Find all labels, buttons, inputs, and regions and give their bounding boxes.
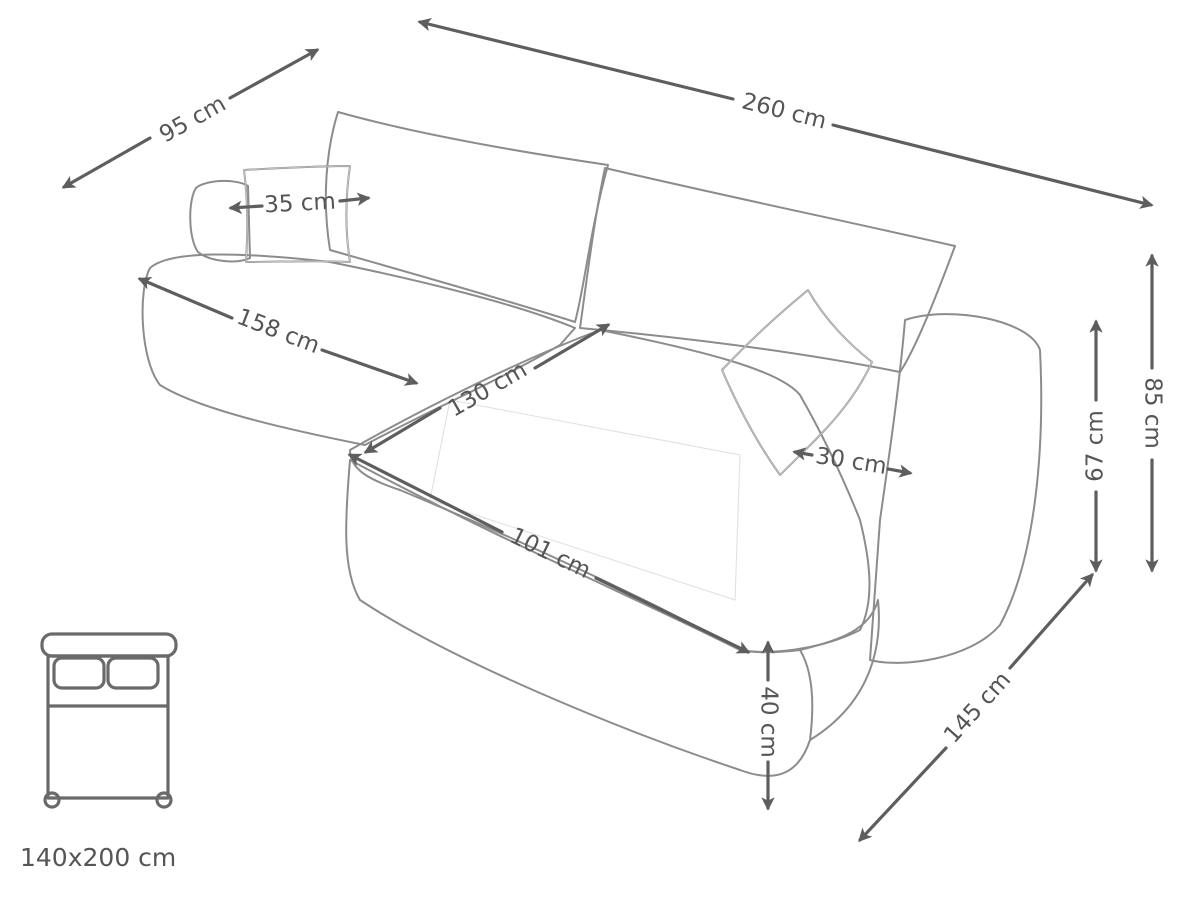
dimension-armrest-width: 30 cm: [792, 443, 913, 480]
label-30cm: 30 cm: [814, 443, 889, 480]
label-35cm: 35 cm: [264, 189, 337, 219]
dimension-chaise-length: 145 cm: [858, 572, 1094, 842]
bed-size-label: 140x200 cm: [20, 843, 176, 872]
bed-icon: [40, 632, 178, 809]
label-95cm: 95 cm: [155, 91, 230, 148]
label-85cm: 85 cm: [1140, 377, 1166, 449]
label-145cm: 145 cm: [939, 667, 1016, 749]
dimension-cushion-width: 35 cm: [228, 189, 371, 219]
label-67cm: 67 cm: [1083, 410, 1109, 482]
label-101cm: 101 cm: [506, 523, 595, 584]
dimension-seat-height: 40 cm: [756, 640, 782, 811]
label-260cm: 260 cm: [739, 88, 829, 134]
label-40cm: 40 cm: [756, 686, 782, 758]
dimension-chaise-seat-depth: 130 cm: [363, 323, 611, 454]
dimension-back-height: 85 cm: [1140, 253, 1166, 573]
dimension-seat-depth-left: 158 cm: [137, 277, 419, 386]
label-158cm: 158 cm: [233, 304, 323, 359]
dimension-chaise-seat-width: 101 cm: [347, 453, 751, 654]
dimension-depth: 95 cm: [61, 48, 320, 189]
dimension-armrest-height: 67 cm: [1083, 319, 1109, 573]
dimension-total-width: 260 cm: [417, 18, 1154, 209]
